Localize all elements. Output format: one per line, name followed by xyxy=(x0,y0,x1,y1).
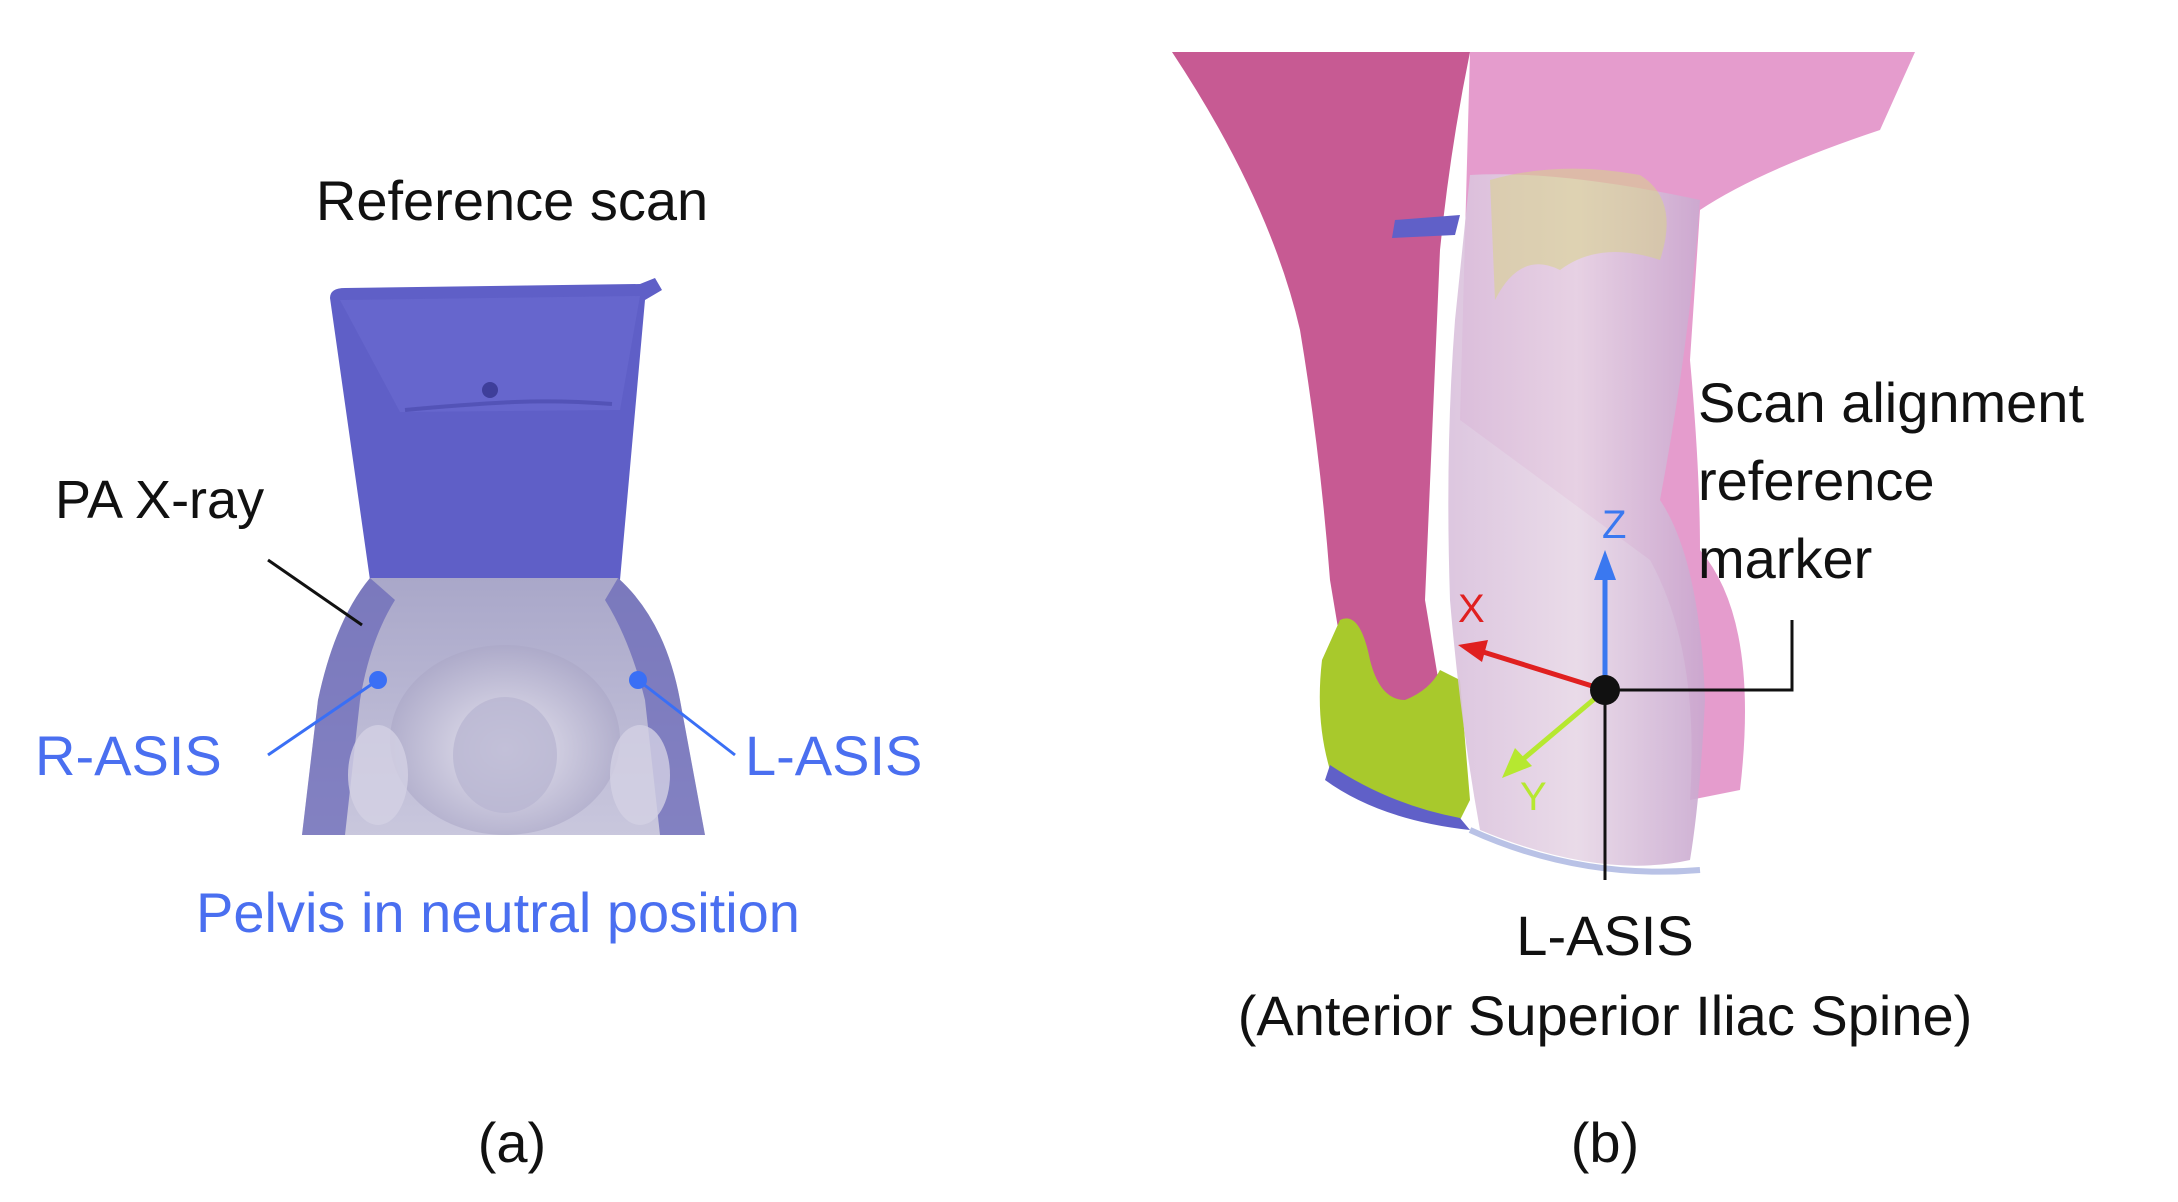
reference-scan-title: Reference scan xyxy=(316,169,708,232)
marker-label-line1: Scan alignment xyxy=(1698,371,2084,434)
r-asis-leader xyxy=(267,678,379,757)
scan-blemish xyxy=(482,382,498,398)
z-axis-arrowhead xyxy=(1594,550,1616,580)
scan-fold-line xyxy=(404,399,613,412)
l-asis-label-b: L-ASIS xyxy=(1516,904,1693,967)
pa-xray-label: PA X-ray xyxy=(55,470,264,530)
x-axis-arrowhead xyxy=(1458,640,1488,662)
torso-blue-tab xyxy=(1392,215,1460,238)
scan-chest-shading xyxy=(340,296,640,412)
panel-a-label: (a) xyxy=(478,1111,546,1174)
panel-a: Reference scan PA X-ray R-ASIS L-ASIS Pe… xyxy=(35,169,922,1174)
left-femoral-head xyxy=(348,725,408,825)
marker-label-line2: reference xyxy=(1698,449,1935,512)
panel-b-label: (b) xyxy=(1571,1111,1639,1174)
axis-y-label: Y xyxy=(1520,775,1547,819)
xray-right-edge-shade xyxy=(605,578,705,835)
l-asis-label-a: L-ASIS xyxy=(745,724,922,787)
r-asis-label: R-ASIS xyxy=(35,724,222,787)
torso-green-patch xyxy=(1319,618,1470,820)
l-asis-full-name: (Anterior Superior Iliac Spine) xyxy=(1238,984,1973,1047)
torso-front-translucent xyxy=(1448,174,1705,866)
pa-xray-leader xyxy=(267,558,363,627)
panel-b: Z X Y Scan alignment reference marker L-… xyxy=(1172,52,2084,1174)
right-femoral-head xyxy=(610,725,670,825)
axis-z-label: Z xyxy=(1602,503,1626,547)
l-asis-leader xyxy=(637,678,736,757)
y-axis-arrowhead xyxy=(1502,748,1532,778)
y-axis-line xyxy=(1520,688,1607,762)
pelvis-caption: Pelvis in neutral position xyxy=(196,881,800,944)
torso-base-rim xyxy=(1468,827,1701,875)
x-axis-line xyxy=(1479,648,1606,693)
torso-blue-base xyxy=(1325,765,1470,830)
torso-left-pink xyxy=(1172,52,1470,720)
marker-leader xyxy=(1605,620,1794,692)
axis-x-label: X xyxy=(1458,587,1485,631)
xray-left-edge-shade xyxy=(302,578,395,835)
marker-label-line3: marker xyxy=(1698,527,1872,590)
torso-chest-highlight xyxy=(1490,168,1667,300)
pelvis-inlet xyxy=(453,697,557,813)
